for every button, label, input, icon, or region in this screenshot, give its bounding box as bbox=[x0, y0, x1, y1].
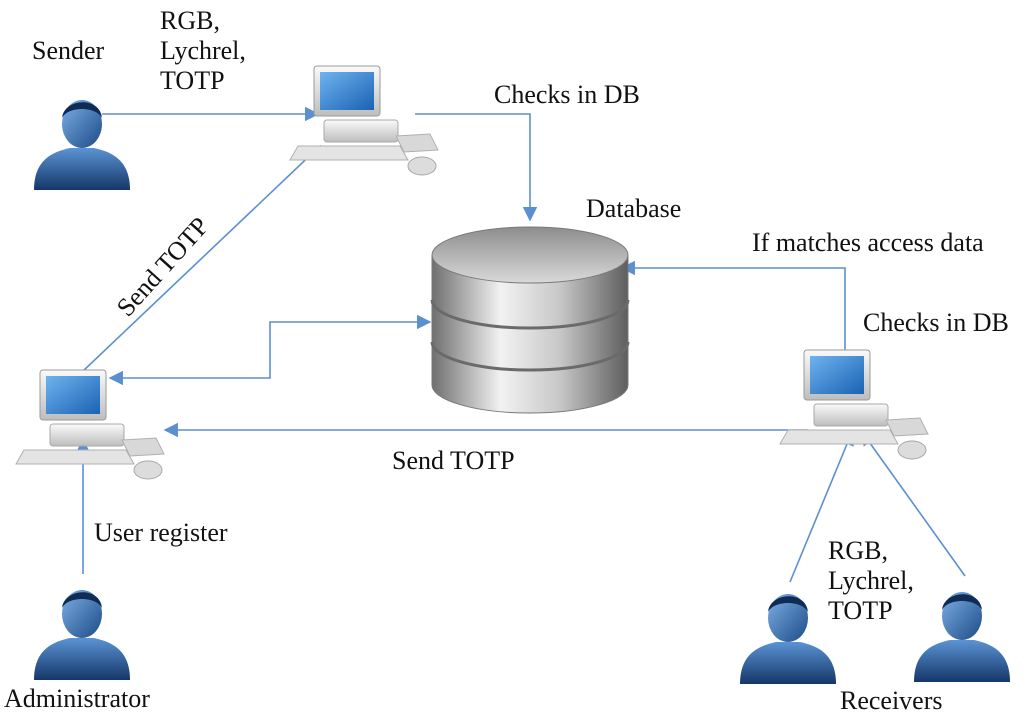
receiver-cred-totp: TOTP bbox=[828, 596, 893, 625]
administrator-user-icon bbox=[34, 590, 130, 680]
arrow-receiver-pc-to-db bbox=[620, 260, 846, 352]
send-totp-diagonal-label: Send TOTP bbox=[111, 212, 215, 322]
sender-credentials: RGB, Lychrel, TOTP bbox=[160, 6, 246, 96]
checks-in-db-top-label: Checks in DB bbox=[494, 80, 640, 109]
sender-computer-icon bbox=[289, 65, 439, 176]
receiver-cred-lychrel: Lychrel, bbox=[828, 566, 914, 595]
receiver-user-icon-2 bbox=[914, 592, 1010, 682]
arrow-receiver1-to-pc bbox=[789, 430, 854, 583]
receiver-credentials: RGB, Lychrel, TOTP bbox=[828, 536, 914, 626]
sender-cred-lychrel: Lychrel, bbox=[160, 36, 246, 65]
send-totp-bottom-label: Send TOTP bbox=[392, 446, 515, 475]
receiver-cred-rgb: RGB, bbox=[828, 536, 888, 565]
user-register-label: User register bbox=[94, 518, 228, 547]
receiver-user-icon bbox=[740, 594, 836, 684]
receivers-label: Receivers bbox=[840, 686, 943, 715]
arrow-pc-to-db bbox=[415, 113, 538, 222]
sender-cred-totp: TOTP bbox=[160, 66, 225, 95]
connections bbox=[75, 106, 966, 583]
receiver-computer-icon bbox=[779, 349, 929, 460]
if-matches-label: If matches access data bbox=[752, 228, 984, 257]
arrow-receiver2-to-pc bbox=[861, 430, 966, 577]
database-cylinder-icon bbox=[430, 226, 630, 414]
administrator-label: Administrator bbox=[4, 684, 150, 713]
sender-label: Sender bbox=[32, 36, 105, 65]
checks-in-db-right-label: Checks in DB bbox=[863, 308, 1009, 337]
database-label: Database bbox=[586, 194, 682, 223]
admin-computer-icon bbox=[15, 369, 165, 480]
sender-cred-rgb: RGB, bbox=[160, 6, 220, 35]
arrow-admin-db bbox=[108, 314, 432, 386]
